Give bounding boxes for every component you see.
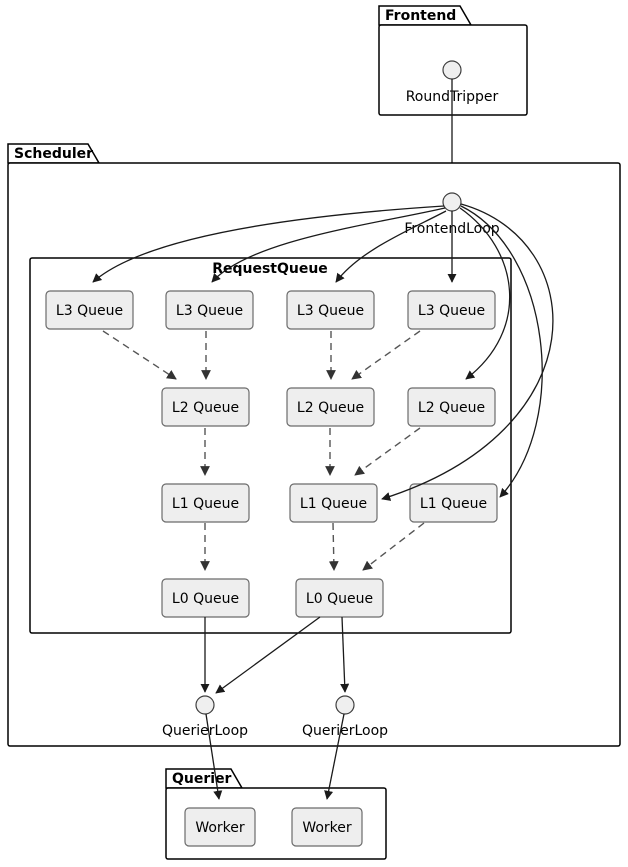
querier-loop-1-circle[interactable]	[195, 695, 215, 715]
edge-l3-1-to-l2-1	[102, 330, 177, 380]
node-l2-queue-3[interactable]: L2 Queue	[407, 387, 496, 427]
package-scheduler-title: Scheduler	[14, 146, 93, 162]
l3-queue-4-box[interactable]	[407, 290, 496, 330]
package-request-queue: RequestQueue	[29, 257, 512, 634]
node-l3-queue-4[interactable]: L3 Queue	[407, 290, 496, 330]
edge-l0-2-to-querierloop-2	[340, 616, 350, 693]
node-l1-queue-1[interactable]: L1 Queue	[161, 483, 250, 523]
node-l2-queue-1[interactable]: L2 Queue	[161, 387, 250, 427]
package-querier-title: Querier	[172, 771, 232, 787]
l2-queue-2-box[interactable]	[286, 387, 375, 427]
edge-l2-3-to-l1-2	[354, 427, 421, 476]
l3-queue-4-label: L3 Queue	[418, 303, 485, 319]
worker-2-box[interactable]	[291, 807, 363, 847]
l1-queue-2-box[interactable]	[289, 483, 378, 523]
l0-queue-2-label: L0 Queue	[306, 591, 373, 607]
edge-frontendloop-to-l1-3	[460, 205, 543, 498]
node-worker-1[interactable]: Worker	[184, 807, 256, 847]
edge-frontendloop-to-l1-2	[381, 203, 554, 501]
node-l0-queue-2[interactable]: L0 Queue	[295, 578, 384, 618]
edge-frontendloop-to-l2-3	[459, 207, 511, 380]
l3-queue-1-box[interactable]	[45, 290, 134, 330]
l0-queue-2-box[interactable]	[295, 578, 384, 618]
edge-frontendloop-to-l3-3	[335, 210, 447, 283]
round-tripper-circle[interactable]	[442, 60, 462, 80]
l2-queue-3-box[interactable]	[407, 387, 496, 427]
l0-queue-1-label: L0 Queue	[172, 591, 239, 607]
l2-queue-3-label: L2 Queue	[418, 400, 485, 416]
edge-l3-4-to-l2-2	[351, 330, 421, 380]
l3-queue-1-label: L3 Queue	[56, 303, 123, 319]
l1-queue-2-label: L1 Queue	[300, 496, 367, 512]
node-l3-queue-3[interactable]: L3 Queue	[286, 290, 375, 330]
l3-queue-2-box[interactable]	[165, 290, 254, 330]
package-request-queue-title: RequestQueue	[212, 261, 328, 277]
edge-l0-2-to-querierloop-1	[215, 616, 321, 694]
l2-queue-1-label: L2 Queue	[172, 400, 239, 416]
node-l3-queue-2[interactable]: L3 Queue	[165, 290, 254, 330]
querier-loop-2-circle[interactable]	[335, 695, 355, 715]
node-l1-queue-2[interactable]: L1 Queue	[289, 483, 378, 523]
querier-loop-2-label: QuerierLoop	[302, 723, 388, 739]
l3-queue-3-box[interactable]	[286, 290, 375, 330]
edge-l1-3-to-l0-2	[362, 522, 425, 571]
edge-l1-2-to-l0-2	[328, 522, 339, 571]
node-l2-queue-2[interactable]: L2 Queue	[286, 387, 375, 427]
node-l3-queue-1[interactable]: L3 Queue	[45, 290, 134, 330]
worker-1-label: Worker	[195, 820, 245, 836]
package-frontend-title: Frontend	[385, 8, 456, 24]
l1-queue-3-box[interactable]	[409, 483, 498, 523]
edge-querierloop-2-to-worker-2	[324, 713, 345, 800]
worker-1-box[interactable]	[184, 807, 256, 847]
l3-queue-2-label: L3 Queue	[176, 303, 243, 319]
l1-queue-1-box[interactable]	[161, 483, 250, 523]
worker-2-label: Worker	[302, 820, 352, 836]
node-l0-queue-1[interactable]: L0 Queue	[161, 578, 250, 618]
edge-querierloop-1-to-worker-1	[205, 713, 223, 800]
package-request-queue-body	[29, 257, 512, 634]
l2-queue-1-box[interactable]	[161, 387, 250, 427]
node-l1-queue-3[interactable]: L1 Queue	[409, 483, 498, 523]
l3-queue-3-label: L3 Queue	[297, 303, 364, 319]
node-worker-2[interactable]: Worker	[291, 807, 363, 847]
interface-querier-loop-2[interactable]: QuerierLoop	[302, 695, 388, 739]
l1-queue-1-label: L1 Queue	[172, 496, 239, 512]
interface-querier-loop-1[interactable]: QuerierLoop	[162, 695, 248, 739]
l1-queue-3-label: L1 Queue	[420, 496, 487, 512]
edge-frontendloop-to-l3-1	[92, 205, 445, 283]
frontend-loop-circle[interactable]	[442, 192, 462, 212]
edge-frontendloop-to-l3-2	[211, 207, 446, 283]
querier-loop-1-label: QuerierLoop	[162, 723, 248, 739]
l2-queue-2-label: L2 Queue	[297, 400, 364, 416]
